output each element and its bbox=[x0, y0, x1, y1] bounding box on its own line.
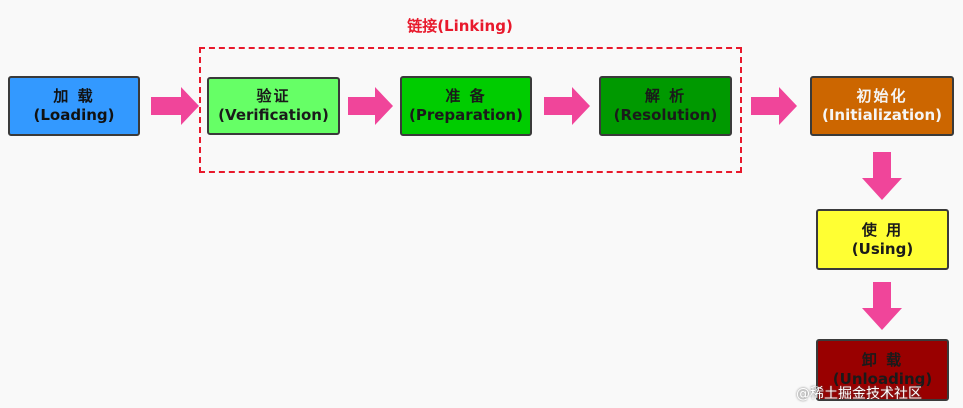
stage-initialization-en: (Initialization) bbox=[822, 106, 942, 124]
stage-loading-cn: 加 载 bbox=[53, 87, 95, 106]
linking-phase-title: 链接(Linking) bbox=[407, 17, 513, 35]
stage-using-en: (Using) bbox=[851, 239, 914, 258]
watermark: @稀土掘金技术社区 bbox=[796, 386, 922, 402]
stage-unloading: 卸 载 (Unloading) bbox=[816, 339, 949, 401]
stage-unloading-en: (Unloading) bbox=[832, 370, 933, 388]
arrow-initialization-to-using bbox=[862, 152, 902, 200]
stage-using: 使 用 (Using) bbox=[816, 209, 949, 270]
stage-using-cn: 使 用 bbox=[861, 220, 904, 239]
stage-loading: 加 载 (Loading) bbox=[8, 76, 140, 136]
stage-verification-en: (Verification) bbox=[218, 106, 329, 124]
stage-verification-cn: 验证 bbox=[256, 87, 291, 106]
stage-resolution: 解 析 (Resolution) bbox=[599, 76, 732, 136]
stage-loading-en: (Loading) bbox=[33, 106, 115, 124]
stage-unloading-cn: 卸 载 bbox=[861, 351, 904, 370]
stage-initialization: 初始化 (Initialization) bbox=[810, 76, 954, 136]
stage-initialization-cn: 初始化 bbox=[856, 87, 908, 106]
stage-resolution-cn: 解 析 bbox=[644, 87, 687, 106]
linking-phase-frame bbox=[199, 47, 742, 173]
stage-preparation-en: (Preparation) bbox=[409, 106, 523, 124]
stage-preparation: 准 备 (Preparation) bbox=[400, 76, 532, 136]
arrow-preparation-to-resolution bbox=[544, 87, 590, 125]
arrow-resolution-to-initialization bbox=[751, 87, 797, 125]
stage-preparation-cn: 准 备 bbox=[445, 87, 487, 106]
arrow-using-to-unloading bbox=[862, 282, 902, 330]
stage-resolution-en: (Resolution) bbox=[613, 106, 718, 124]
arrow-loading-to-verification bbox=[151, 87, 199, 125]
arrow-verification-to-preparation bbox=[348, 87, 393, 125]
stage-verification: 验证 (Verification) bbox=[207, 77, 340, 135]
